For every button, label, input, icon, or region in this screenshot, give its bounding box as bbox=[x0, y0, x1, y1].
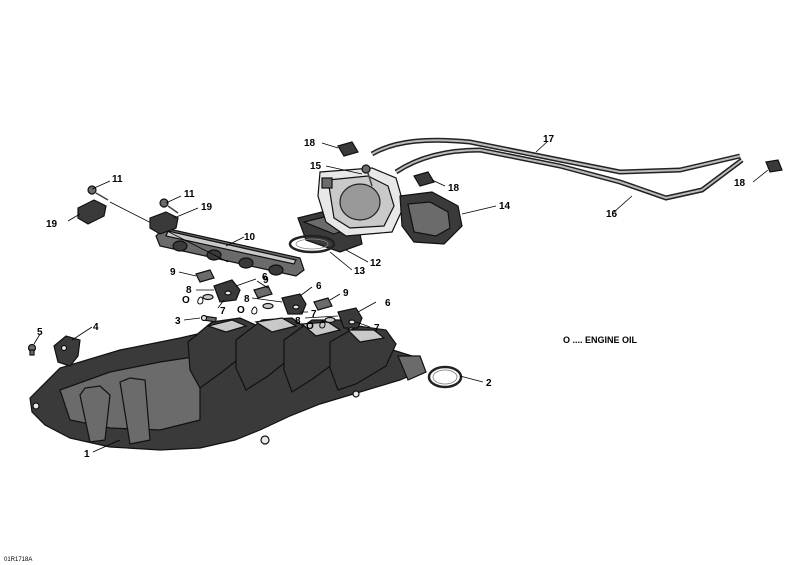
screw-11a bbox=[87, 185, 109, 201]
callout-16: 16 bbox=[606, 209, 618, 220]
callout-8a: 8 bbox=[186, 285, 192, 296]
bracket bbox=[53, 335, 81, 367]
fuel-rail bbox=[109, 201, 305, 277]
reference-code: 01R1718A bbox=[4, 557, 32, 563]
oil-drop-icon bbox=[251, 306, 258, 315]
callout-7b: 7 bbox=[311, 309, 317, 320]
hose-clamp-18a bbox=[337, 141, 359, 157]
engine-oil-marker-a: O bbox=[182, 295, 190, 306]
callout-19b: 19 bbox=[201, 202, 213, 213]
leader-lines bbox=[33, 140, 769, 453]
callout-7c: 7 bbox=[374, 323, 380, 334]
callout-18c: 18 bbox=[734, 178, 746, 189]
callout-9b: 9 bbox=[263, 275, 269, 286]
hose-17 bbox=[370, 137, 741, 175]
callout-17: 17 bbox=[543, 134, 555, 145]
oil-drop-icon bbox=[197, 296, 204, 305]
callout-13: 13 bbox=[354, 266, 366, 277]
clamp-19b bbox=[149, 211, 179, 235]
callout-6c: 6 bbox=[385, 298, 391, 309]
callout-8b: 8 bbox=[244, 294, 250, 305]
callout-7a: 7 bbox=[220, 306, 226, 317]
throttle-body bbox=[317, 167, 463, 245]
callout-8c: 8 bbox=[295, 316, 301, 327]
intake-manifold bbox=[29, 317, 427, 451]
callout-3: 3 bbox=[175, 316, 181, 327]
screw-11b bbox=[159, 198, 179, 214]
callout-9a: 9 bbox=[170, 267, 176, 278]
callout-2: 2 bbox=[486, 378, 492, 389]
callout-19a: 19 bbox=[46, 219, 58, 230]
gasket bbox=[288, 234, 336, 254]
clamp-19a bbox=[77, 199, 107, 225]
oil-drop-icon bbox=[319, 320, 326, 329]
engine-oil-legend: O .... ENGINE OIL bbox=[563, 335, 638, 345]
screw-3 bbox=[200, 314, 217, 323]
injector-group-b bbox=[253, 285, 307, 315]
callout-4: 4 bbox=[93, 322, 99, 333]
callout-11b: 11 bbox=[184, 189, 195, 200]
callout-10: 10 bbox=[244, 232, 256, 243]
hose-clamp-18c bbox=[765, 159, 783, 173]
hose-clamp-18b bbox=[413, 171, 435, 187]
callout-18b: 18 bbox=[448, 183, 460, 194]
callout-9c: 9 bbox=[343, 288, 349, 299]
callout-18a: 18 bbox=[304, 138, 316, 149]
callout-11a: 11 bbox=[112, 174, 123, 185]
callout-6b: 6 bbox=[316, 281, 322, 292]
hose-16 bbox=[394, 147, 744, 201]
callout-5: 5 bbox=[37, 327, 43, 338]
engine-oil-marker-c: O bbox=[306, 321, 314, 332]
o-ring bbox=[427, 365, 463, 389]
injector-group-a bbox=[195, 269, 241, 303]
screw-5 bbox=[27, 343, 37, 356]
callout-12: 12 bbox=[370, 258, 382, 269]
callout-1: 1 bbox=[84, 449, 90, 460]
callout-15: 15 bbox=[310, 161, 322, 172]
callout-labels: 1 2 3 4 5 6 6 6 7 7 7 8 8 8 9 9 9 10 11 … bbox=[37, 134, 746, 460]
injector-group-c bbox=[313, 297, 363, 329]
engine-oil-marker-b: O bbox=[237, 305, 245, 316]
callout-6a: 6 bbox=[262, 272, 268, 283]
callout-14: 14 bbox=[499, 201, 511, 212]
screw-15 bbox=[361, 164, 373, 187]
